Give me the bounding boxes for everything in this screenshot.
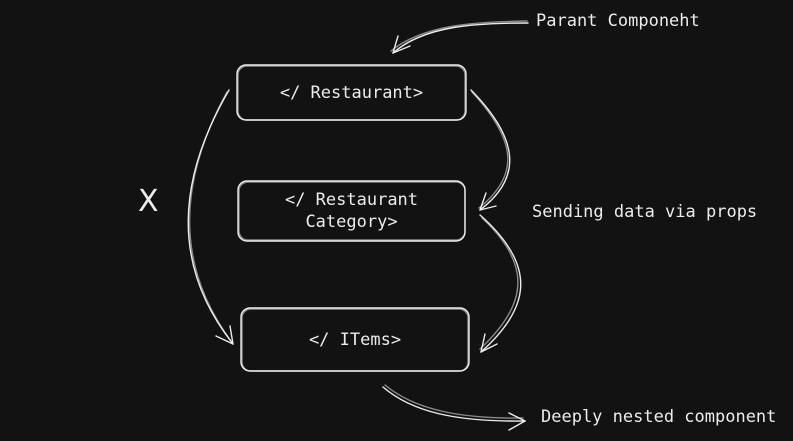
items-label: </ ITems> — [308, 329, 402, 350]
props-arrow-1 — [470, 89, 511, 211]
restaurant-box — [236, 64, 467, 121]
items-box — [240, 307, 470, 372]
direct-arrow — [187, 89, 234, 345]
parent-arrow — [390, 20, 529, 54]
props-arrow-2 — [479, 214, 522, 353]
parent-component-note: Parant Componeht — [536, 11, 700, 31]
cross-mark: X — [138, 184, 159, 219]
deeply-nested-note: Deeply nested component — [541, 407, 777, 427]
restaurant-category-box — [237, 180, 466, 242]
restaurant-label: </ Restaurant> — [279, 82, 424, 103]
nested-arrow — [382, 384, 526, 431]
sending-data-note: Sending data via props — [532, 202, 758, 222]
restaurant-category-label: </ Restaurant Category> — [284, 190, 419, 232]
